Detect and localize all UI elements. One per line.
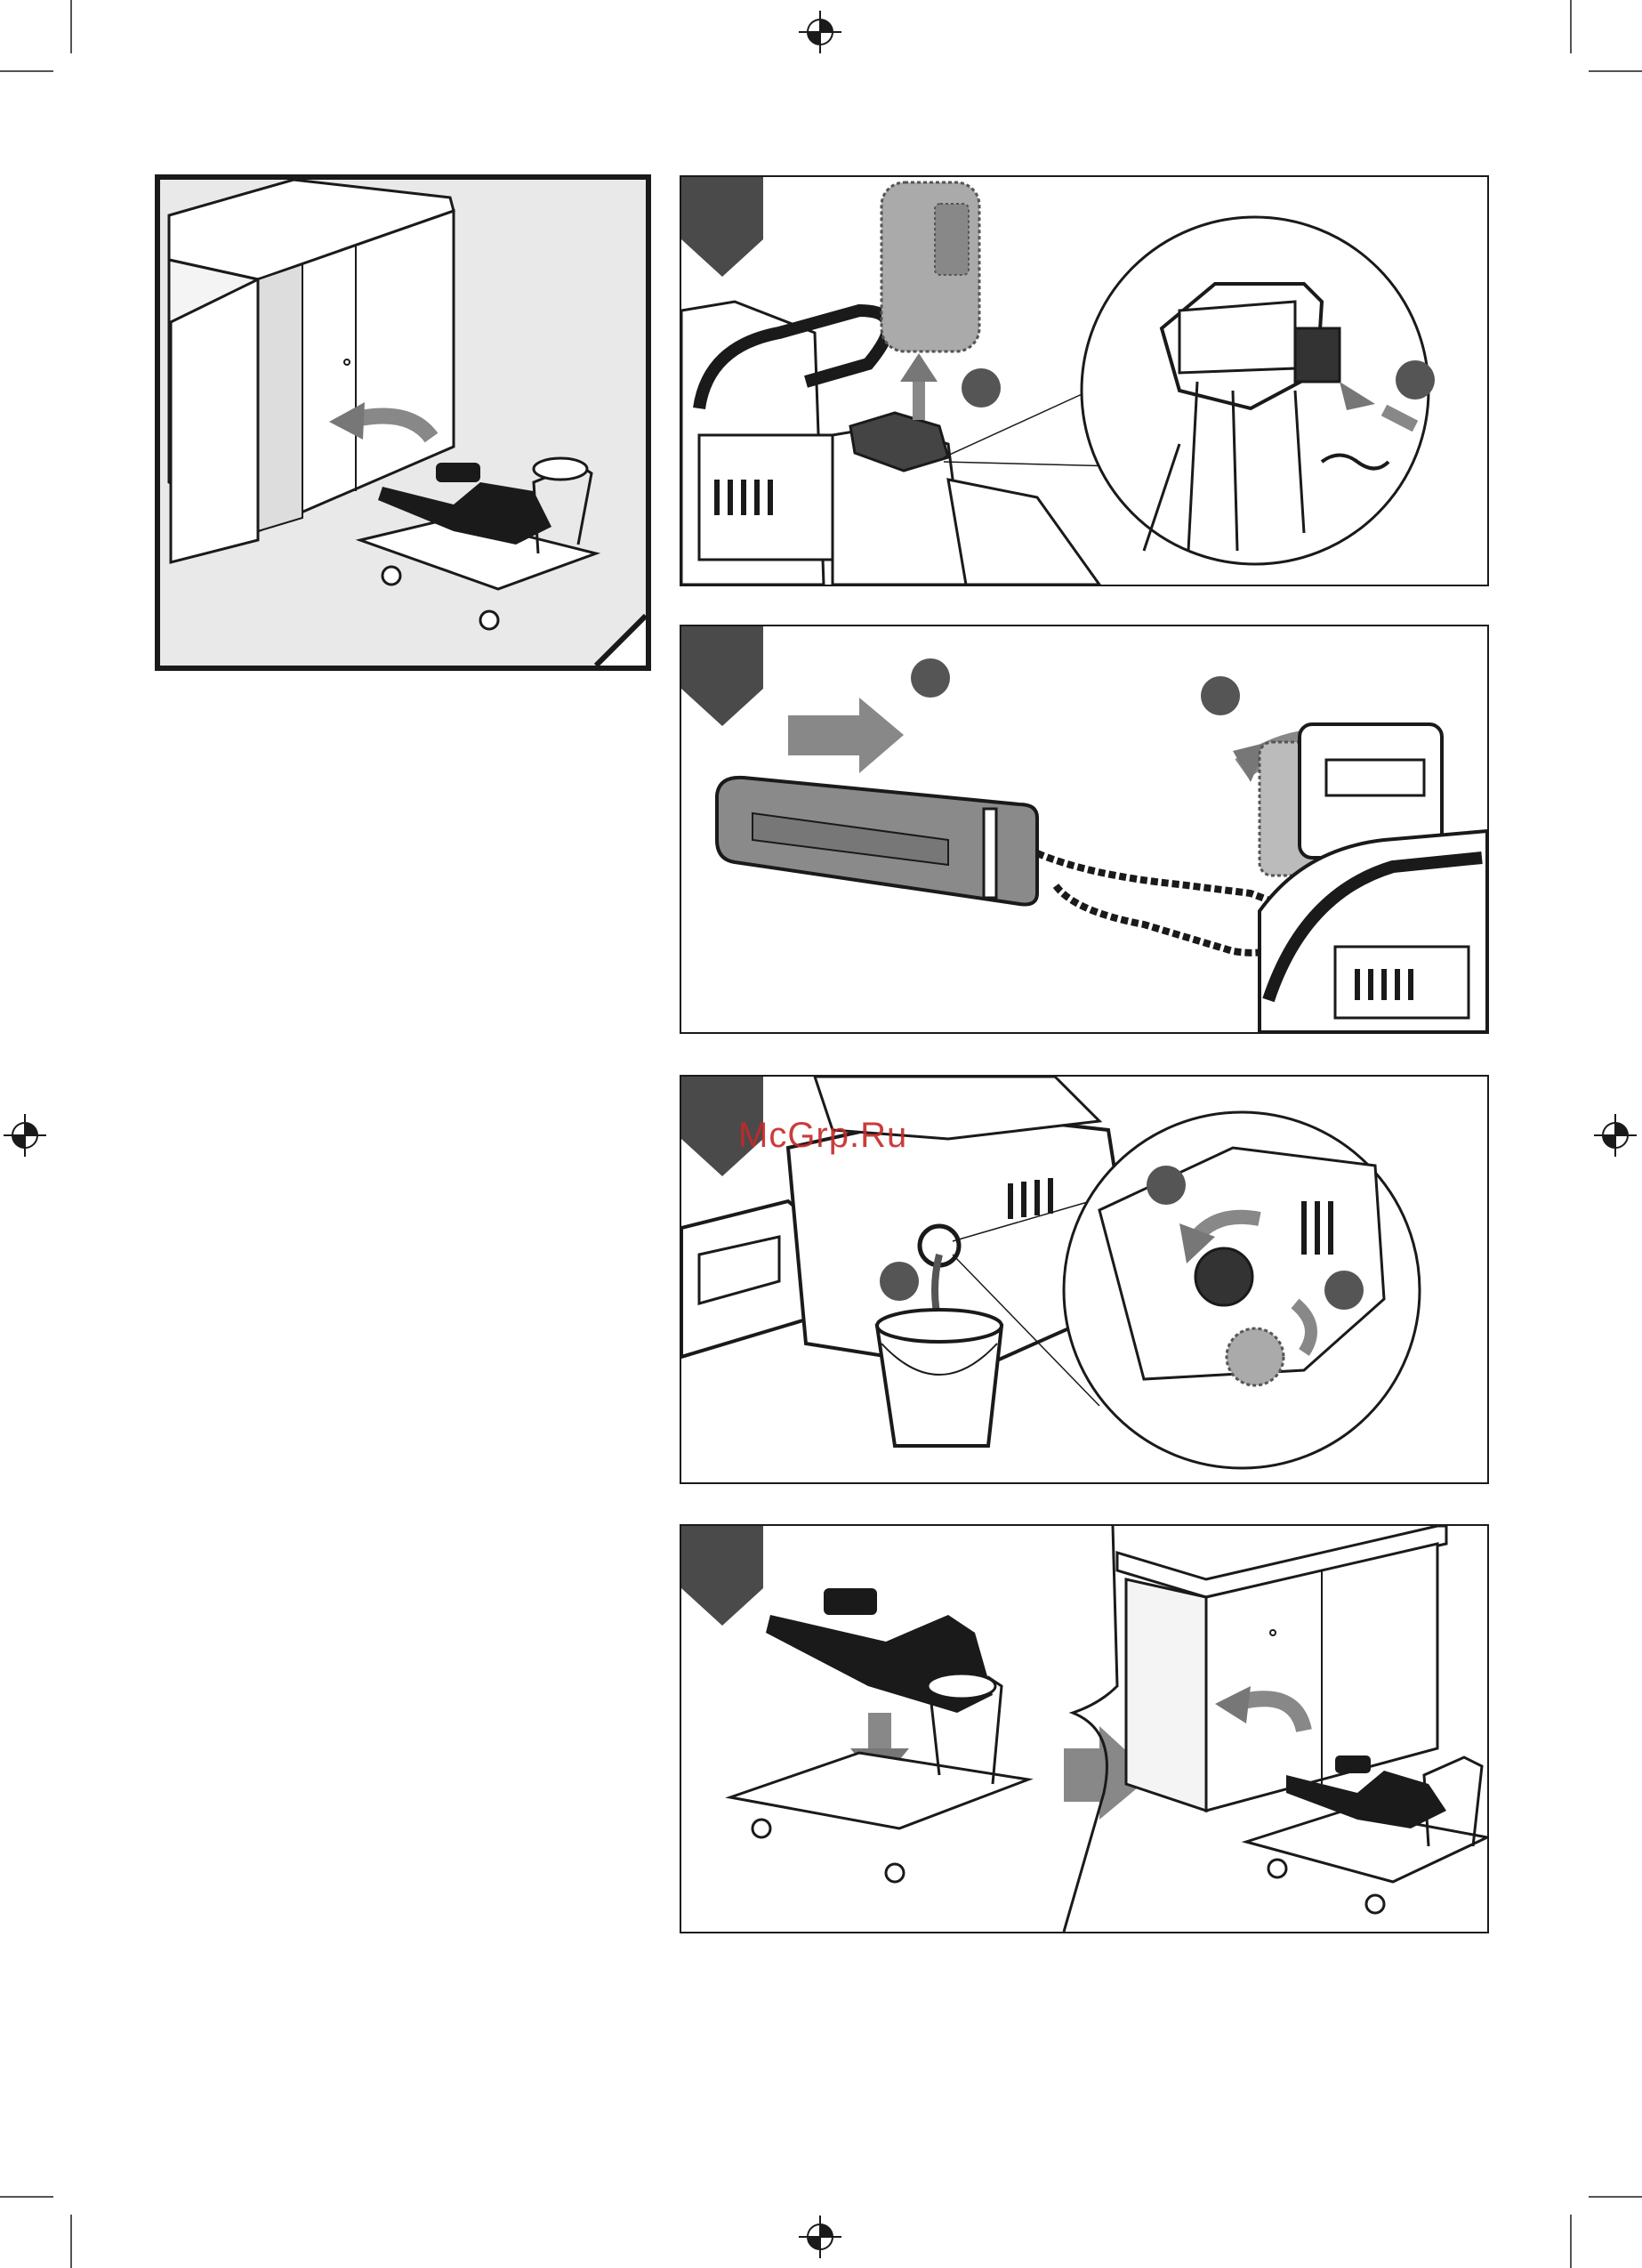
bar-cover-icon	[681, 626, 1487, 1032]
cart-storage-icon	[681, 1526, 1487, 1932]
step-panel-store-on-cart	[680, 1524, 1489, 1933]
step-panel-remove-battery	[680, 175, 1489, 586]
step-badge-icon	[681, 177, 763, 277]
cabinet-storage-icon	[160, 180, 646, 666]
step-badge-icon	[681, 1526, 763, 1626]
step-badge-icon	[681, 626, 763, 726]
step-panel-drain-oil: McGrp.Ru	[680, 1075, 1489, 1484]
step-panel-fit-bar-cover	[680, 625, 1489, 1034]
watermark: McGrp.Ru	[738, 1116, 907, 1156]
storage-overview-panel	[155, 174, 651, 671]
battery-remove-icon	[681, 177, 1487, 585]
